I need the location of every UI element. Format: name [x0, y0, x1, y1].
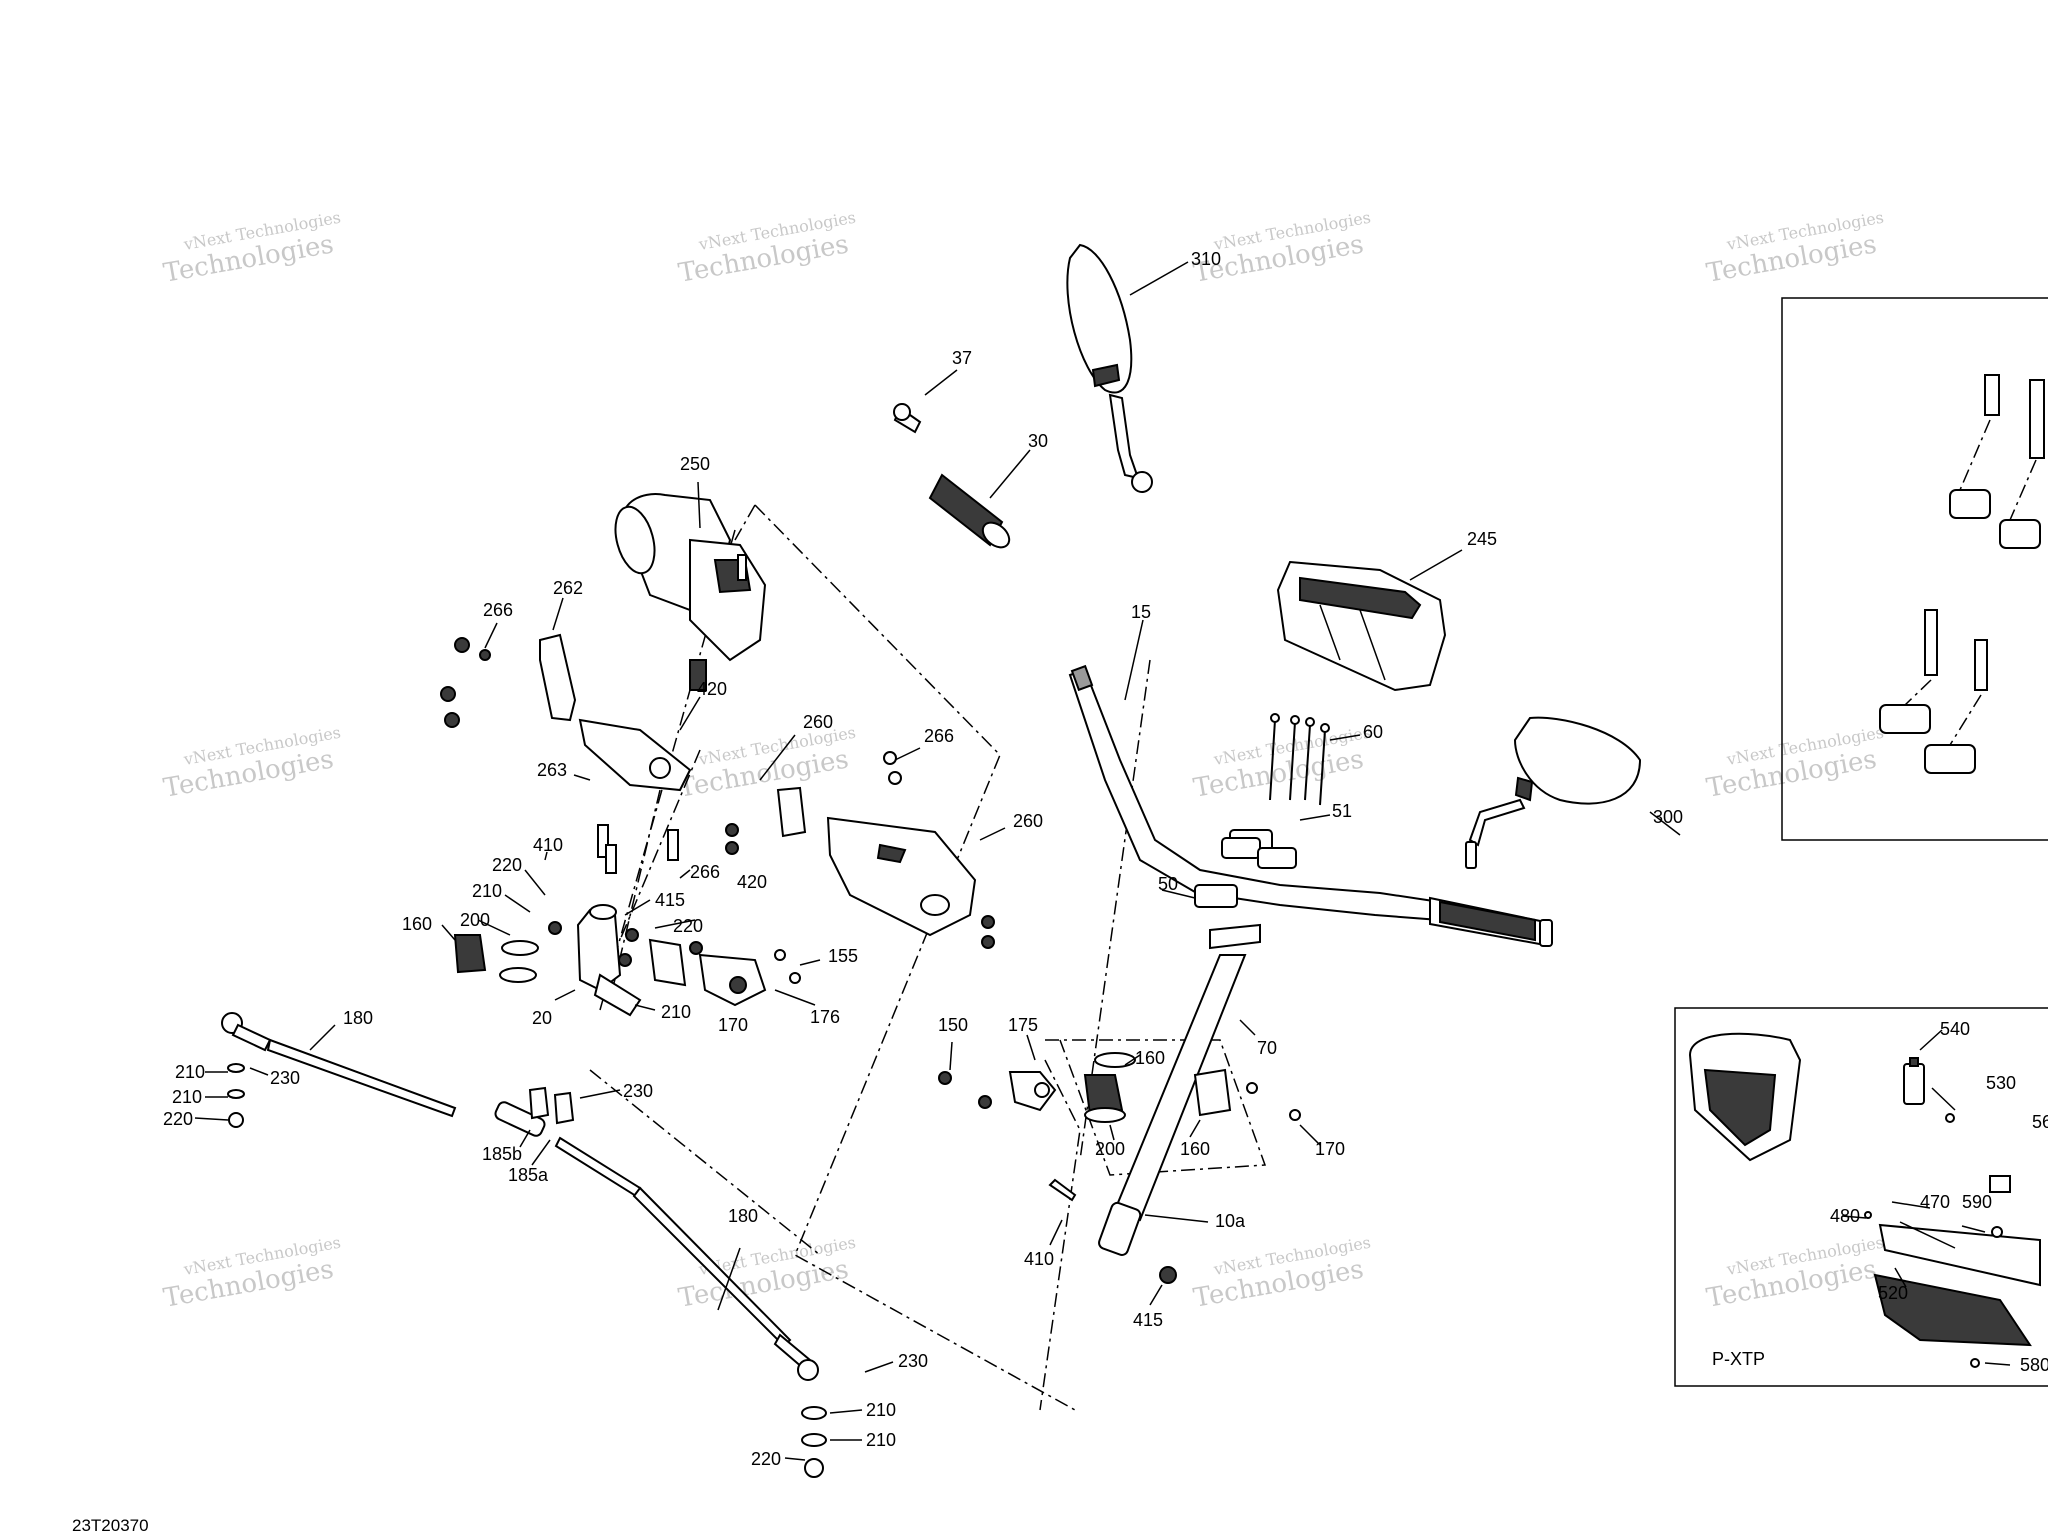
- watermark: vNext Technologies Technologies: [1704, 1233, 1885, 1314]
- callout-160: 160: [402, 914, 432, 934]
- leader-lines: [194, 261, 2011, 1461]
- callout-480: 480: [1830, 1206, 1860, 1226]
- callout-263: 263: [537, 760, 567, 780]
- callout-210: 210: [866, 1400, 896, 1420]
- callout-230: 230: [623, 1081, 653, 1101]
- callout-530: 530: [1986, 1073, 2016, 1093]
- watermark: vNext Technologies Technologies: [1704, 208, 1885, 289]
- callout-210: 210: [172, 1087, 202, 1107]
- handlebar-pad: [1276, 560, 1447, 692]
- callout-580: 580: [2020, 1355, 2048, 1375]
- callout-37: 37: [952, 348, 972, 368]
- callout-170: 170: [718, 1015, 748, 1035]
- callout-540: 540: [1940, 1019, 1970, 1039]
- callout-220: 220: [163, 1109, 193, 1129]
- callout-250: 250: [680, 454, 710, 474]
- handlebar-clamps: [1194, 713, 1330, 950]
- callout-50: 50: [1158, 874, 1178, 894]
- callout-70: 70: [1257, 1038, 1277, 1058]
- callout-10a: 10a: [1215, 1211, 1246, 1231]
- callout-262: 262: [553, 578, 583, 598]
- mirror-right: [1465, 716, 1642, 869]
- callout-210: 210: [175, 1062, 205, 1082]
- watermark: vNext Technologies Technologies: [676, 723, 857, 804]
- tie-rod-hardware: [227, 1063, 827, 1478]
- callout-210: 210: [661, 1002, 691, 1022]
- callout-266: 266: [690, 862, 720, 882]
- callout-230: 230: [270, 1068, 300, 1088]
- column-support: [938, 1052, 1301, 1123]
- callout-180: 180: [343, 1008, 373, 1028]
- callout-30: 30: [1028, 431, 1048, 451]
- steering-column: [1048, 954, 1247, 1284]
- mirror-left: [1066, 243, 1153, 493]
- watermark: vNext Technologies Technologies: [161, 723, 342, 804]
- inset-handlebar-riser: [1781, 297, 2048, 841]
- callout-415: 415: [1133, 1310, 1163, 1330]
- callout-160: 160: [1135, 1048, 1165, 1068]
- callout-266: 266: [483, 600, 513, 620]
- callout-410: 410: [1024, 1249, 1054, 1269]
- callout-60: 60: [1363, 722, 1383, 742]
- watermark: vNext Technologies Technologies: [1191, 723, 1372, 804]
- callout-220: 220: [751, 1449, 781, 1469]
- callout-590: 590: [1962, 1192, 1992, 1212]
- callout-56: 56: [2032, 1112, 2048, 1132]
- callout-420: 420: [697, 679, 727, 699]
- callout-150: 150: [938, 1015, 968, 1035]
- callout-180: 180: [728, 1206, 758, 1226]
- watermark: vNext Technologies Technologies: [676, 208, 857, 289]
- inset-hand-guard: [1674, 1007, 2048, 1387]
- callout-520: 520: [1878, 1283, 1908, 1303]
- callout-210: 210: [472, 881, 502, 901]
- callout-220: 220: [673, 916, 703, 936]
- callout-220: 220: [492, 855, 522, 875]
- callout-420: 420: [737, 872, 767, 892]
- inset-label: P-XTP: [1712, 1349, 1765, 1369]
- watermark: vNext Technologies Technologies: [161, 1233, 342, 1314]
- callout-labels: 310 37 30 250 245 266 262 15 420 260 266…: [163, 249, 2048, 1469]
- callout-310: 310: [1191, 249, 1221, 269]
- watermark: vNext Technologies Technologies: [1191, 1233, 1372, 1314]
- watermark: vNext Technologies Technologies: [161, 208, 342, 289]
- callout-170: 170: [1315, 1139, 1345, 1159]
- steering-brackets: [539, 633, 977, 937]
- drawing-number: 23T20370: [72, 1516, 149, 1535]
- callout-155: 155: [828, 946, 858, 966]
- bracket-bolts: [440, 637, 995, 949]
- tie-rods: [221, 1012, 819, 1381]
- grip-left: [893, 403, 1011, 549]
- callout-300: 300: [1653, 807, 1683, 827]
- steering-arm-assembly: [453, 904, 801, 1017]
- callout-415: 415: [655, 890, 685, 910]
- callout-51: 51: [1332, 801, 1352, 821]
- callout-410: 410: [533, 835, 563, 855]
- callout-200: 200: [460, 910, 490, 930]
- callout-185a: 185a: [508, 1165, 549, 1185]
- callout-160: 160: [1180, 1139, 1210, 1159]
- watermark: vNext Technologies Technologies: [676, 1233, 857, 1314]
- callout-200: 200: [1095, 1139, 1125, 1159]
- watermark: vNext Technologies Technologies: [1704, 723, 1885, 804]
- callout-230: 230: [898, 1351, 928, 1371]
- callout-245: 245: [1467, 529, 1497, 549]
- callout-470: 470: [1920, 1192, 1950, 1212]
- callout-185b: 185b: [482, 1144, 522, 1164]
- callout-175: 175: [1008, 1015, 1038, 1035]
- callout-260: 260: [803, 712, 833, 732]
- callout-20: 20: [532, 1008, 552, 1028]
- callout-210: 210: [866, 1430, 896, 1450]
- handlebar: [1068, 664, 1553, 947]
- callout-266: 266: [924, 726, 954, 746]
- callout-260: 260: [1013, 811, 1043, 831]
- power-steering-unit: [614, 493, 767, 691]
- callout-15: 15: [1131, 602, 1151, 622]
- callout-176: 176: [810, 1007, 840, 1027]
